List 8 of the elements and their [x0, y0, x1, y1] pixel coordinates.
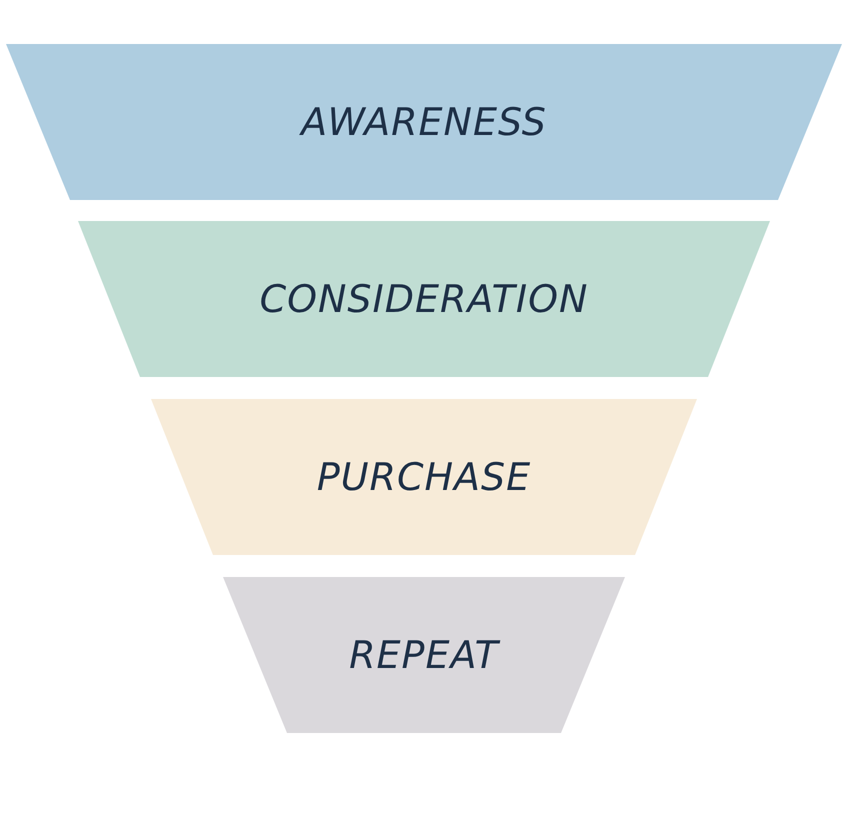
funnel-stage	[78, 221, 770, 377]
stage-label: REPEAT	[349, 633, 499, 677]
funnel-stage	[6, 44, 842, 200]
funnel-stage	[223, 577, 625, 733]
stage-label: PURCHASE	[316, 455, 532, 499]
stage-label: AWARENESS	[301, 100, 547, 144]
stage-label: CONSIDERATION	[260, 277, 588, 321]
funnel-stage	[151, 399, 697, 555]
